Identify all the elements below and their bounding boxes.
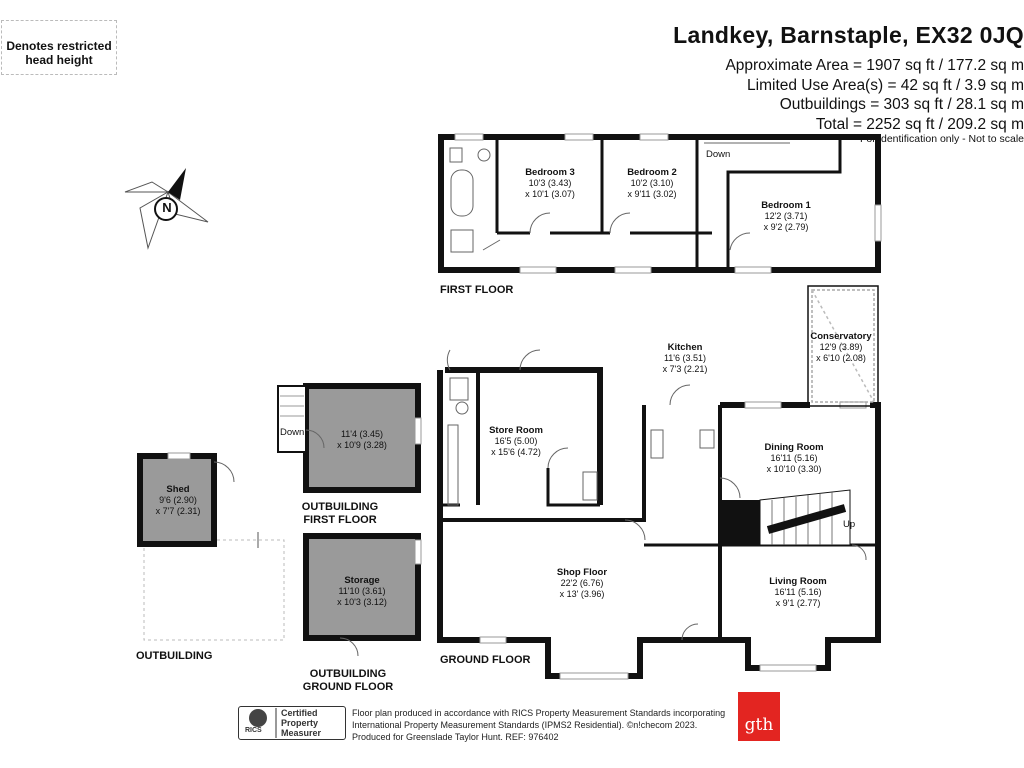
rics-line: Property <box>281 718 319 728</box>
room-name: Bedroom 2 <box>627 167 677 178</box>
limited-use-area: Limited Use Area(s) = 42 sq ft / 3.9 sq … <box>747 76 1024 94</box>
room-dimension: 22'2 (6.76) <box>560 578 604 588</box>
ground-floor-stairs <box>718 489 851 546</box>
first-floor-plan <box>438 134 881 273</box>
section-ground-floor: GROUND FLOOR <box>440 654 531 666</box>
room-dimension: 10'2 (3.10) <box>630 178 674 188</box>
room-dimension: 9'6 (2.90) <box>159 495 197 505</box>
room-dimension: x 6'10 (2.08) <box>816 353 866 363</box>
ground-floor-windows <box>479 401 867 680</box>
area-summary: Approximate Area = 1907 sq ft / 177.2 sq… <box>604 56 1024 134</box>
section-outbuilding-ground-floor: OUTBUILDING GROUND FLOOR <box>292 668 404 694</box>
room-dimension: 16'11 (5.16) <box>774 587 822 597</box>
room-dimension: x 9'11 (3.02) <box>627 189 677 199</box>
stairs-down-first-floor: Down <box>706 149 731 160</box>
room-bedroom-2: Bedroom 2 10'2 (3.10) x 9'11 (3.02) <box>612 167 692 200</box>
room-dimension: 11'10 (3.61) <box>338 586 386 596</box>
section-first-floor: FIRST FLOOR <box>440 284 514 296</box>
room-dimension: 12'9 (3.89) <box>819 342 863 352</box>
room-dimension: x 10'3 (3.12) <box>337 597 387 607</box>
room-name: Storage <box>344 575 380 586</box>
legend-line-2: head height <box>25 53 93 67</box>
first-floor-fixtures <box>449 142 790 253</box>
footer-line: International Property Measurement Stand… <box>352 720 698 730</box>
room-shed: Shed 9'6 (2.90) x 7'7 (2.31) <box>138 484 218 517</box>
compass-north-label: N <box>162 200 172 215</box>
rics-line: Measurer <box>281 728 322 738</box>
room-dimension: 10'3 (3.43) <box>528 178 572 188</box>
rics-line: Certified <box>281 708 318 718</box>
room-dimension: x 7'3 (2.21) <box>662 364 708 374</box>
stairs-down-outbuilding: Down <box>280 427 305 438</box>
outbuilding-first-floor-plan <box>277 383 422 493</box>
ground-floor-plan <box>437 367 881 679</box>
room-name: Living Room <box>769 576 827 587</box>
shed-plan <box>137 452 285 641</box>
conservatory-outline <box>807 285 879 407</box>
room-dimension: x 9'2 (2.79) <box>763 222 809 232</box>
room-name: Conservatory <box>810 331 872 342</box>
room-dimension: x 10'9 (3.28) <box>337 440 387 450</box>
rics-logo-icon <box>249 709 267 727</box>
room-store-room: Store Room 16'5 (5.00) x 15'6 (4.72) <box>476 425 556 458</box>
room-dimension: x 10'1 (3.07) <box>525 189 575 199</box>
room-name: Bedroom 3 <box>525 167 575 178</box>
room-living-room: Living Room 16'11 (5.16) x 9'1 (2.77) <box>758 576 838 609</box>
agent-logo: gth <box>738 692 780 741</box>
room-dimension: 12'2 (3.71) <box>764 211 808 221</box>
room-outbuilding-upper: 11'4 (3.45) x 10'9 (3.28) <box>322 429 402 451</box>
room-dimension: 11'6 (3.51) <box>663 353 707 363</box>
rics-badge-text: RICS <box>245 727 262 734</box>
compass-icon <box>124 168 209 250</box>
room-name: Shed <box>166 484 190 495</box>
stairs-up-ground-floor: Up <box>843 519 856 530</box>
room-dimension: x 13' (3.96) <box>559 589 605 599</box>
outbuildings-area: Outbuildings = 303 sq ft / 28.1 sq m <box>779 96 1024 113</box>
room-bedroom-3: Bedroom 3 10'3 (3.43) x 10'1 (3.07) <box>510 167 590 200</box>
room-bedroom-1: Bedroom 1 12'2 (3.71) x 9'2 (2.79) <box>746 200 826 233</box>
room-name: Dining Room <box>764 442 824 453</box>
property-address: Landkey, Barnstaple, EX32 0JQ <box>673 22 1024 48</box>
room-name: Shop Floor <box>556 567 608 578</box>
rics-badge: RICS Certified Property Measurer <box>238 706 346 740</box>
section-label-line: FIRST FLOOR <box>303 514 377 526</box>
section-label-line: OUTBUILDING <box>309 668 387 680</box>
room-dimension: 16'11 (5.16) <box>770 453 818 463</box>
footer-line: Produced for Greenslade Taylor Hunt. REF… <box>352 732 559 742</box>
section-outbuilding: OUTBUILDING <box>136 650 213 662</box>
room-conservatory: Conservatory 12'9 (3.89) x 6'10 (2.08) <box>801 331 881 364</box>
total-area: Total = 2252 sq ft / 209.2 sq m <box>815 115 1024 133</box>
room-dimension: x 9'1 (2.77) <box>775 598 821 608</box>
scale-disclaimer: For identification only - Not to scale <box>860 133 1024 145</box>
room-dimension: 16'5 (5.00) <box>494 436 538 446</box>
restricted-head-height-legend: Denotes restricted head height <box>1 20 117 75</box>
approximate-area: Approximate Area = 1907 sq ft / 177.2 sq… <box>725 57 1024 74</box>
legend-line-1: Denotes restricted <box>6 39 112 53</box>
section-label-line: OUTBUILDING <box>301 501 379 513</box>
room-dimension: x 10'10 (3.30) <box>766 464 822 474</box>
first-floor-windows <box>454 133 882 274</box>
room-shop-floor: Shop Floor 22'2 (6.76) x 13' (3.96) <box>542 567 622 600</box>
room-name: Kitchen <box>667 342 703 353</box>
room-storage: Storage 11'10 (3.61) x 10'3 (3.12) <box>322 575 402 608</box>
room-name: Bedroom 1 <box>761 200 811 211</box>
room-dining-room: Dining Room 16'11 (5.16) x 10'10 (3.30) <box>754 442 834 475</box>
room-dimension: x 7'7 (2.31) <box>155 506 201 516</box>
outbuilding-ground-floor-plan <box>303 533 422 657</box>
section-label-line: GROUND FLOOR <box>302 681 394 693</box>
section-outbuilding-first-floor: OUTBUILDING FIRST FLOOR <box>290 501 390 527</box>
footer-notes: Floor plan produced in accordance with R… <box>352 707 732 743</box>
room-dimension: 11'4 (3.45) <box>340 429 384 439</box>
footer-line: Floor plan produced in accordance with R… <box>352 708 726 718</box>
rics-certified-text: Certified Property Measurer <box>281 708 321 738</box>
room-name: Store Room <box>489 425 543 436</box>
ground-floor-fixtures <box>446 349 867 641</box>
room-dimension: x 15'6 (4.72) <box>491 447 541 457</box>
room-kitchen: Kitchen 11'6 (3.51) x 7'3 (2.21) <box>645 342 725 375</box>
